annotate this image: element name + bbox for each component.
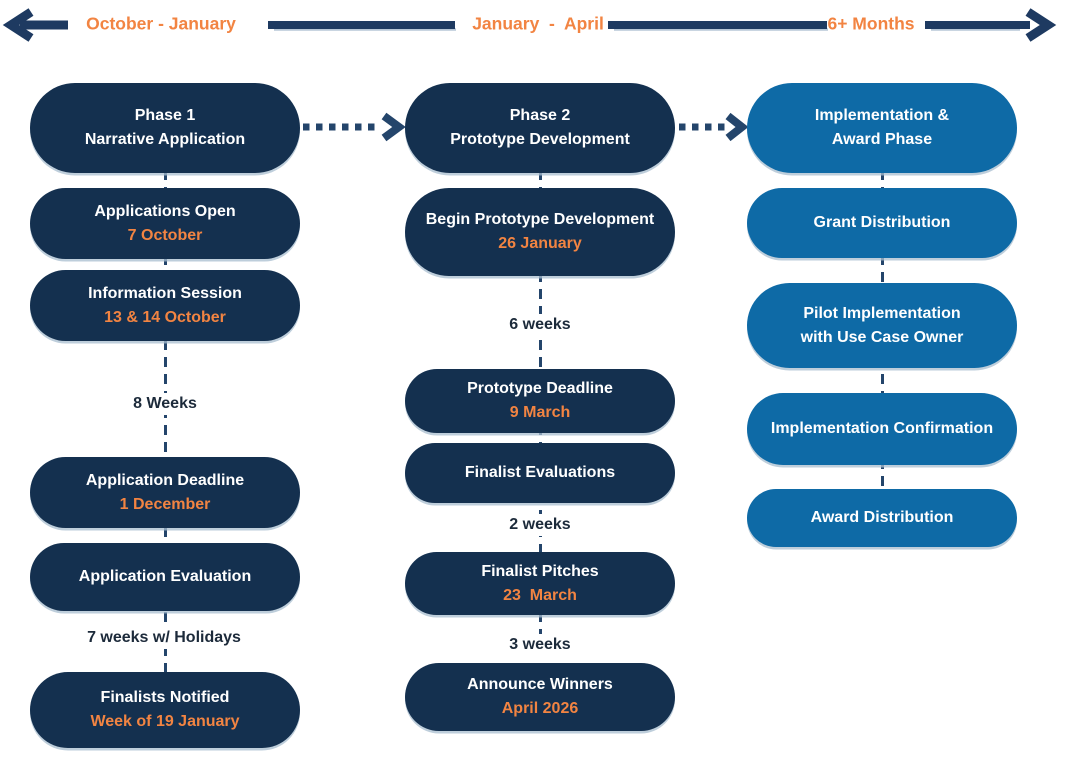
box-date: 26 January xyxy=(498,235,582,252)
box-title: Pilot Implementation xyxy=(803,304,961,322)
gap-label-3-weeks: 3 weeks xyxy=(500,634,580,656)
box-announce-winners: Announce Winners April 2026 xyxy=(405,663,675,731)
timeline-segment-label-3: 6+ Months xyxy=(827,13,915,34)
box-title: Prototype Deadline xyxy=(467,380,613,397)
box-date: 13 & 14 October xyxy=(104,308,226,326)
box-title: Implementation & xyxy=(814,107,950,124)
box-title: Information Session xyxy=(88,284,242,302)
right-arrow-icon xyxy=(925,8,1057,42)
box-date: 1 December xyxy=(119,495,211,513)
left-arrow-icon xyxy=(2,8,68,42)
box-applications-open: Applications Open 7 October xyxy=(30,188,300,259)
box-title: Finalists Notified xyxy=(100,689,230,706)
gap-label-2-weeks: 2 weeks xyxy=(500,514,580,536)
box-information-session: Information Session 13 & 14 October xyxy=(30,270,300,341)
box-title: Announce Winners xyxy=(467,676,613,693)
box-phase-1: Phase 1 Narrative Application xyxy=(30,83,300,173)
timeline-segment-label-1: October - January xyxy=(86,13,236,34)
box-grant-distribution: Grant Distribution xyxy=(747,188,1017,258)
box-finalist-evaluations: Finalist Evaluations xyxy=(405,443,675,503)
box-title-line2: Narrative Application xyxy=(84,131,246,148)
box-award-distribution: Award Distribution xyxy=(747,489,1017,547)
gap-label-7-weeks-holidays: 7 weeks w/ Holidays xyxy=(78,627,250,649)
box-title: Finalist Pitches xyxy=(481,562,599,580)
box-prototype-deadline: Prototype Deadline 9 March xyxy=(405,369,675,433)
box-implementation-confirmation: Implementation Confirmation xyxy=(747,393,1017,465)
box-title: Grant Distribution xyxy=(813,214,951,231)
gap-label-6-weeks: 6 weeks xyxy=(500,314,580,336)
box-title: Applications Open xyxy=(94,202,236,220)
box-date: Week of 19 January xyxy=(90,713,240,730)
box-title-line2: with Use Case Owner xyxy=(800,328,964,346)
box-date: 23 March xyxy=(503,586,577,604)
box-date: 7 October xyxy=(127,226,203,244)
box-title: Application Evaluation xyxy=(78,568,252,585)
timeline-segment-label-2: January - April xyxy=(472,13,604,34)
box-finalists-notified: Finalists Notified Week of 19 January xyxy=(30,672,300,748)
box-pilot-implementation: Pilot Implementation with Use Case Owner xyxy=(747,283,1017,368)
box-title: Finalist Evaluations xyxy=(464,464,616,481)
box-date: 9 March xyxy=(509,404,571,421)
box-title: Begin Prototype Development xyxy=(425,211,655,228)
box-title: Award Distribution xyxy=(810,509,954,526)
box-title: Implementation Confirmation xyxy=(770,420,994,437)
box-begin-prototype-development: Begin Prototype Development 26 January xyxy=(405,188,675,276)
box-title-line2: Award Phase xyxy=(831,131,933,148)
box-phase-2: Phase 2 Prototype Development xyxy=(405,83,675,173)
box-implementation-award-phase: Implementation & Award Phase xyxy=(747,83,1017,173)
box-date: April 2026 xyxy=(501,700,579,717)
box-title: Phase 1 xyxy=(134,107,196,124)
box-application-deadline: Application Deadline 1 December xyxy=(30,457,300,528)
box-title-line2: Prototype Development xyxy=(450,131,630,148)
box-title: Application Deadline xyxy=(85,471,245,489)
gap-label-8-weeks: 8 Weeks xyxy=(124,393,206,415)
phase1-to-phase2-arrow-icon xyxy=(303,112,406,142)
phase2-to-implementation-arrow-icon xyxy=(679,112,749,142)
box-title: Phase 2 xyxy=(509,107,571,124)
box-finalist-pitches: Finalist Pitches 23 March xyxy=(405,552,675,615)
timeline-axis xyxy=(2,8,1057,42)
column1-connector-line xyxy=(163,170,167,675)
box-application-evaluation: Application Evaluation xyxy=(30,543,300,611)
